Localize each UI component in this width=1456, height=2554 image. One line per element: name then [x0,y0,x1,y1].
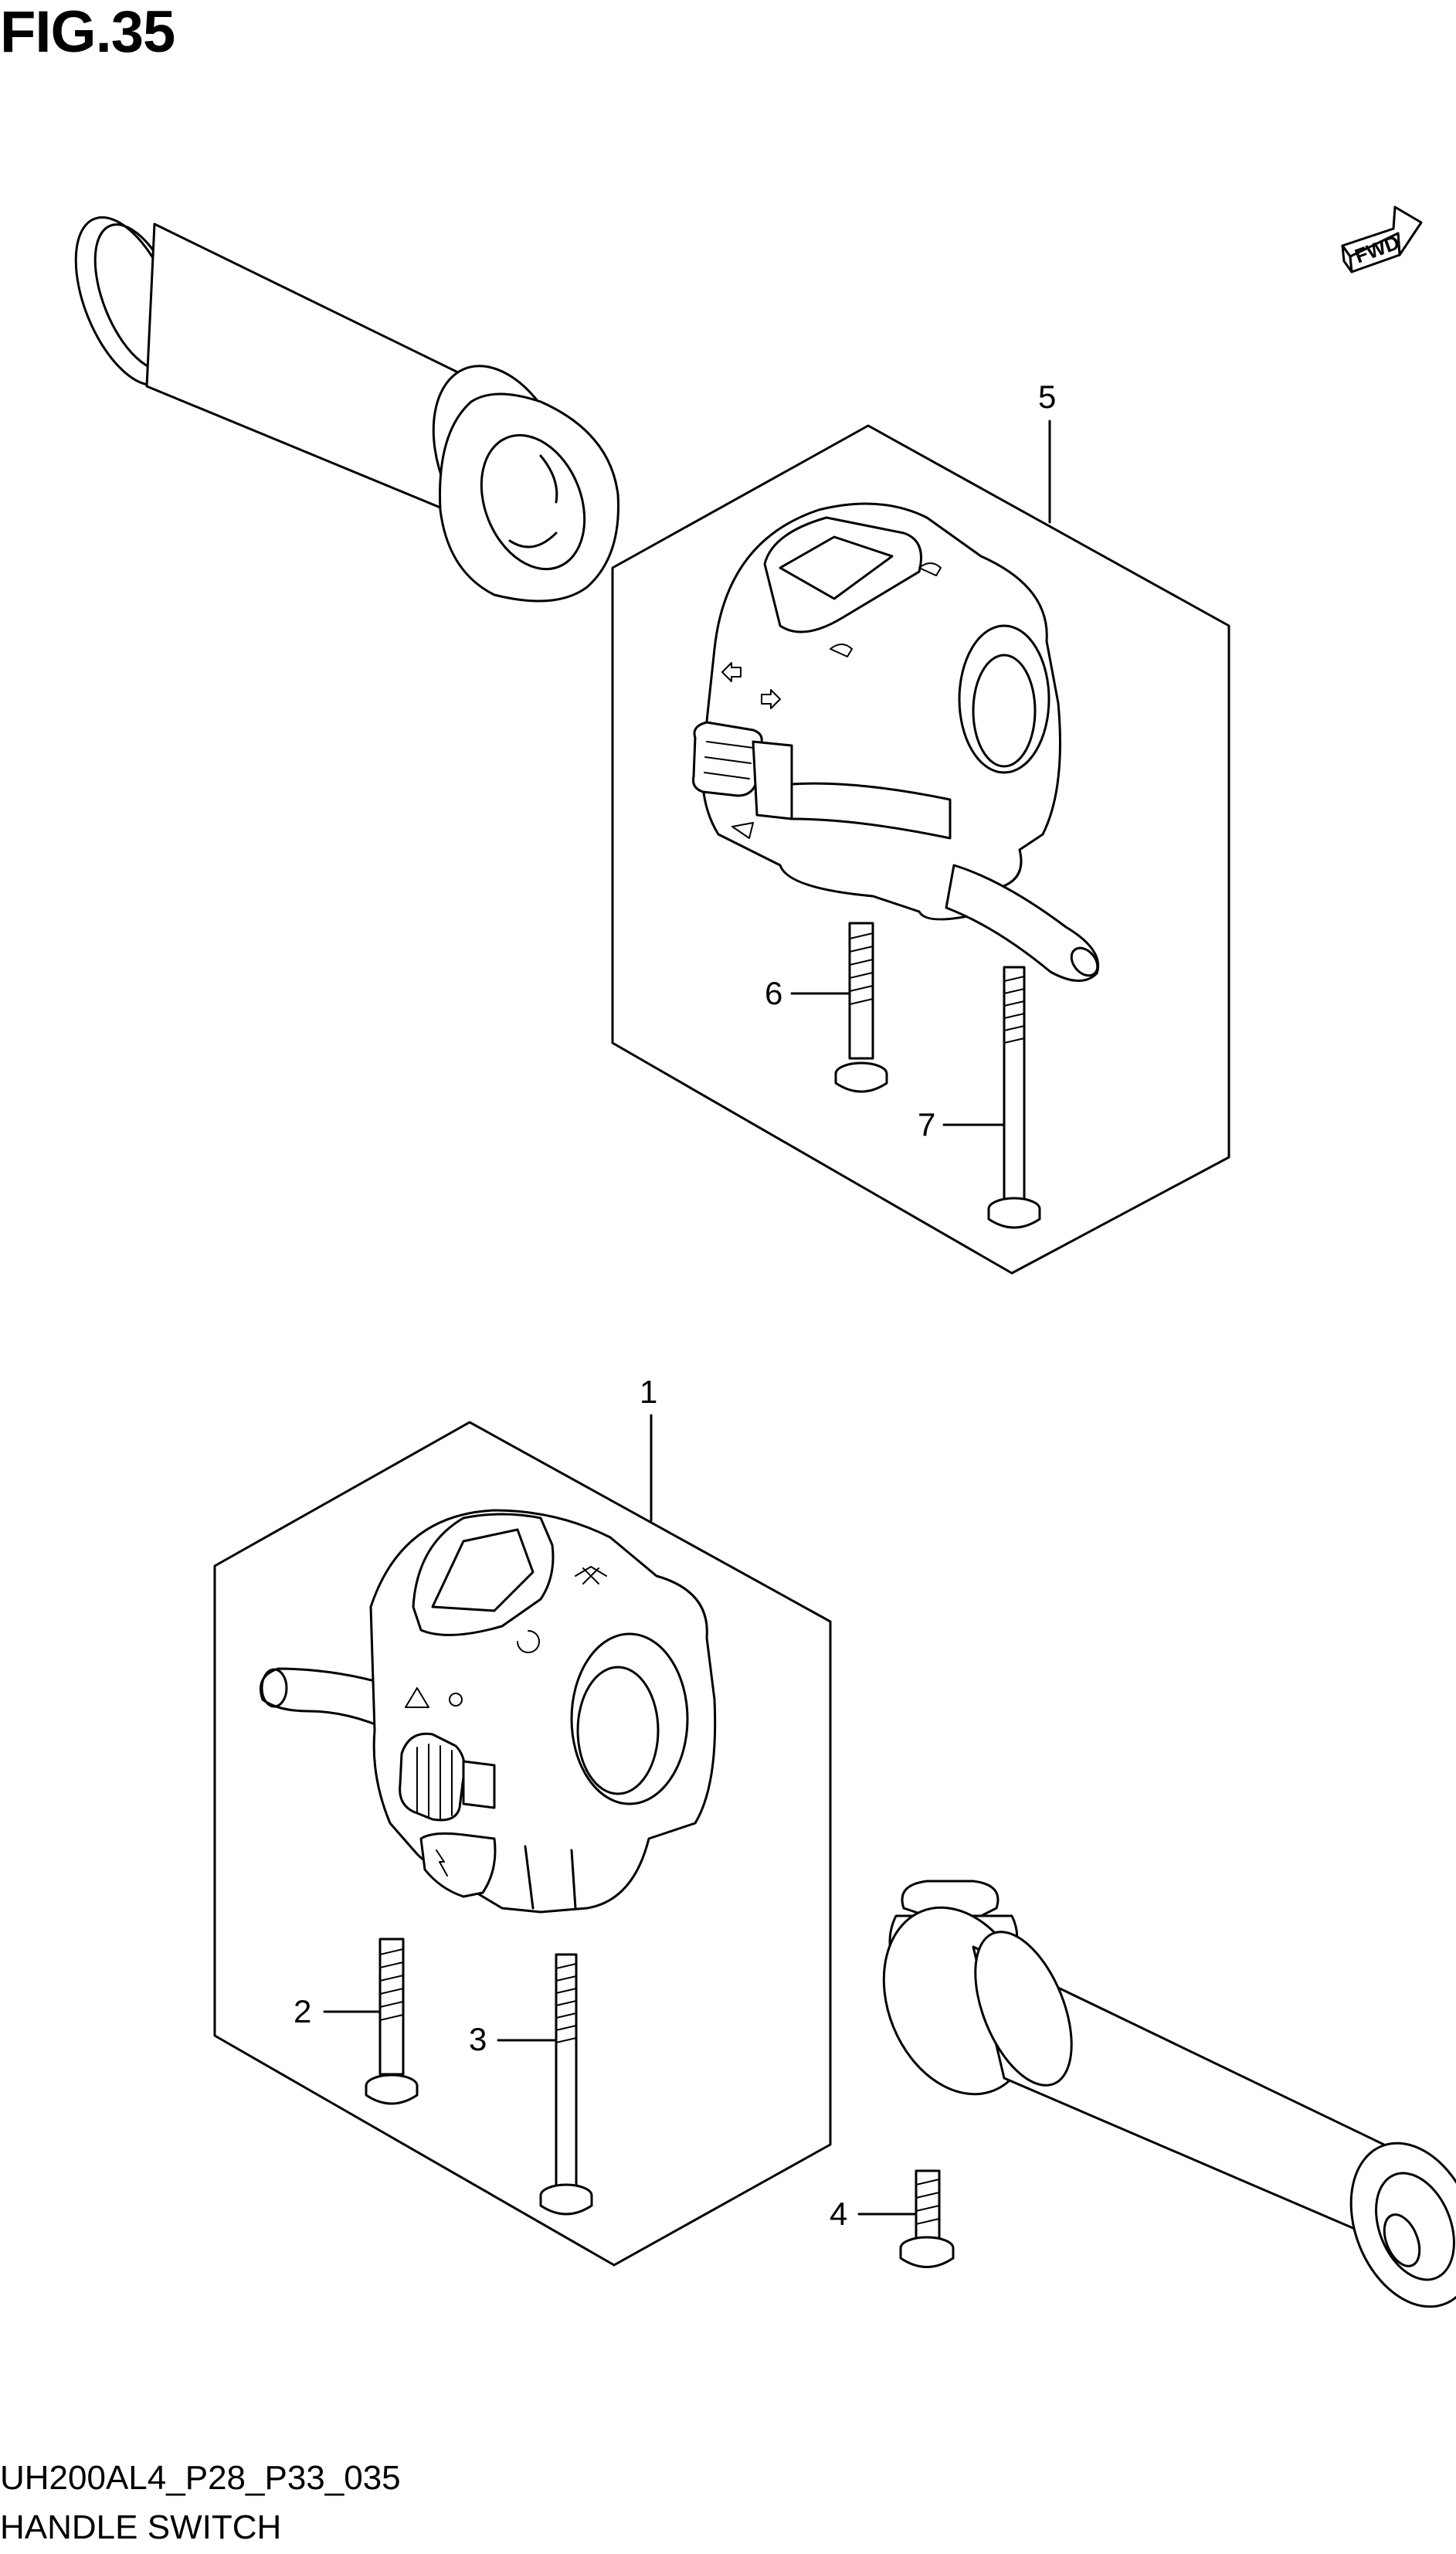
screw-7 [987,966,1041,1229]
screw-4 [899,2169,955,2268]
figure-name: HANDLE SWITCH [0,2508,282,2546]
callout-1: 1 [640,1374,657,1522]
callout-5-number: 5 [1038,379,1056,415]
callout-5: 5 [1038,379,1056,524]
figure-code: UH200AL4_P28_P33_035 [0,2459,401,2497]
callout-6-number: 6 [765,975,782,1011]
screw-2 [365,1938,419,2105]
callout-1-number: 1 [640,1374,657,1410]
screw-3 [539,1953,593,2216]
grip-lower [882,1880,1456,2308]
fwd-badge: FWD [1341,205,1423,273]
callout-4-number: 4 [830,2196,847,2232]
forward-arrow-icon [1341,205,1423,273]
screw-6 [834,922,888,1093]
callout-7-number: 7 [918,1106,935,1143]
callout-4: 4 [830,2196,918,2232]
callout-3-number: 3 [469,2021,487,2057]
callout-6: 6 [765,975,851,1011]
callout-3: 3 [469,2021,558,2057]
right-handle-switch [692,502,1100,982]
left-handle-switch [260,1509,717,1914]
figure-title: FIG.35 [0,0,175,65]
callout-7: 7 [918,1106,1006,1143]
callout-2: 2 [294,1993,382,2029]
callout-2-number: 2 [294,1993,311,2029]
lower-kit-box [213,1421,832,2267]
grip-upper [74,216,619,603]
upper-kit-box [611,424,1230,1275]
